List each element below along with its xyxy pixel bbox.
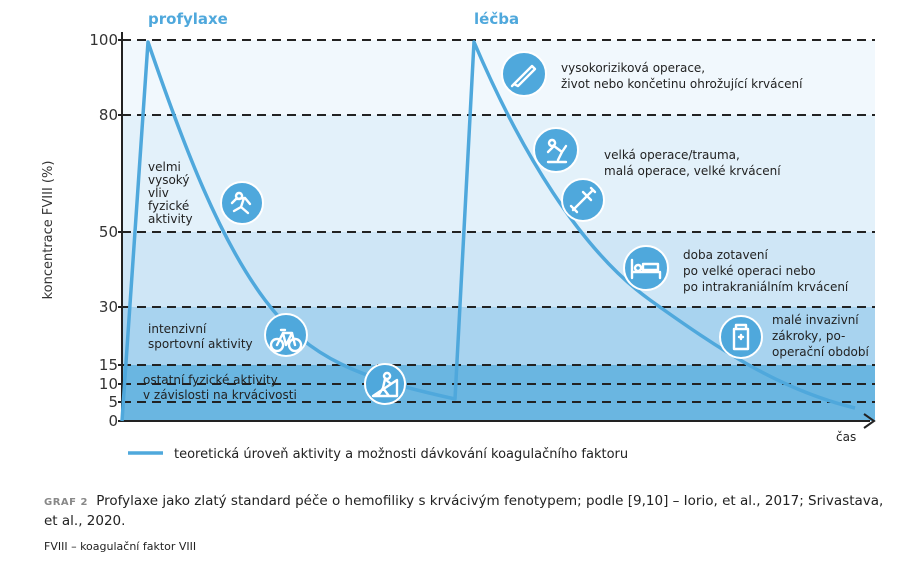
falling-person-icon-circle bbox=[533, 127, 579, 173]
annotation-6-line-0: doba zotavení bbox=[683, 248, 769, 262]
falling-person-icon-glyph bbox=[546, 138, 568, 164]
annotation-4: velká operace/trauma, malá operace, velké… bbox=[604, 148, 781, 178]
y-tick-30: 30 bbox=[99, 298, 118, 316]
annotation-3: vysokoriziková operace, život nebo končet… bbox=[561, 61, 803, 91]
x-axis-label: čas bbox=[836, 430, 856, 444]
y-tick-10: 10 bbox=[99, 375, 118, 393]
phase-label-0: profylaxe bbox=[148, 10, 228, 28]
series bbox=[120, 40, 856, 422]
annotation-1-line-1: sportovní aktivity bbox=[148, 337, 253, 351]
annotation-7-line-0: malé invazivní bbox=[772, 313, 859, 327]
scalpel-icon bbox=[501, 51, 547, 97]
annotation-0-line-0: velmi bbox=[148, 160, 181, 174]
hospital-bed-icon-circle bbox=[623, 245, 669, 291]
hospital-bed-icon bbox=[623, 245, 669, 291]
y-tick-5: 5 bbox=[108, 393, 118, 411]
medicine-bottle-icon bbox=[719, 315, 763, 359]
y-axis-label: koncentrace FVIII (%) bbox=[41, 161, 56, 300]
annotation-3-line-0: vysokoriziková operace, bbox=[561, 61, 705, 75]
falling-person-icon bbox=[533, 127, 579, 173]
annotation-6-line-2: po intrakraniálním krvácení bbox=[683, 280, 849, 294]
annotation-7-line-2: operační období bbox=[772, 345, 870, 359]
annotation-0-line-1: vysoký bbox=[148, 173, 189, 187]
phase-labels: profylaxe léčba bbox=[148, 10, 519, 28]
annotation-4-line-1: malá operace, velké krvácení bbox=[604, 164, 781, 178]
bicycle-icon-glyph bbox=[269, 328, 303, 353]
running-person-icon bbox=[220, 181, 264, 225]
scalpel-icon-glyph bbox=[510, 64, 537, 88]
band-2 bbox=[122, 232, 875, 307]
syringe-icon bbox=[561, 178, 605, 222]
y-tick-80: 80 bbox=[99, 106, 118, 124]
hiking-icon bbox=[364, 363, 406, 405]
y-tick-100: 100 bbox=[89, 31, 118, 49]
bicycle-icon-circle bbox=[264, 313, 308, 357]
annotation-6-line-1: po velké operaci nebo bbox=[683, 264, 816, 278]
annotation-4-line-0: velká operace/trauma, bbox=[604, 148, 740, 162]
annotation-1-line-0: intenzivní bbox=[148, 322, 207, 336]
icons bbox=[220, 51, 763, 405]
figure-caption: GRAF 2 Profylaxe jako zlatý standard péč… bbox=[44, 492, 894, 531]
grid-lines bbox=[122, 39, 875, 403]
caption-text: Profylaxe jako zlatý standard péče o hem… bbox=[44, 493, 884, 529]
annotation-7: malé invazivní zákroky, po-operační obdob… bbox=[772, 313, 870, 359]
bicycle-icon bbox=[264, 313, 308, 357]
y-tick-50: 50 bbox=[99, 223, 118, 241]
annotation-0-line-2: vliv bbox=[148, 186, 169, 200]
syringe-icon-glyph bbox=[569, 186, 597, 214]
annotation-3-line-1: život nebo končetinu ohrožující krvácení bbox=[561, 77, 803, 91]
axes: čas koncentrace FVIII (%) bbox=[41, 32, 876, 444]
hiking-icon-glyph bbox=[371, 371, 399, 398]
y-tick-15: 15 bbox=[99, 356, 118, 374]
annotation-2-line-1: v závislosti na krvácivosti bbox=[143, 388, 297, 402]
band-0 bbox=[122, 365, 875, 421]
phase-label-1: léčba bbox=[474, 10, 519, 28]
caption-tag: GRAF 2 bbox=[44, 497, 88, 508]
series-line-0 bbox=[120, 40, 856, 422]
band-4 bbox=[122, 40, 875, 115]
x-axis-arrow bbox=[863, 413, 876, 429]
annotation-7-line-1: zákroky, po- bbox=[772, 329, 845, 343]
medicine-bottle-icon-glyph bbox=[732, 323, 750, 351]
annotation-0-line-3: fyzické bbox=[148, 199, 189, 213]
legend-label: teoretická úroveň aktivity a možnosti dá… bbox=[174, 447, 628, 462]
legend: teoretická úroveň aktivity a možnosti dá… bbox=[128, 447, 628, 462]
y-tick-0: 0 bbox=[108, 412, 118, 430]
running-person-icon-glyph bbox=[230, 191, 252, 215]
footnote: FVIII – koagulační faktor VIII bbox=[44, 540, 197, 553]
annotation-0-line-4: aktivity bbox=[148, 212, 193, 226]
annotation-2-line-0: ostatní fyzické aktivity bbox=[143, 373, 278, 387]
annotation-6: doba zotavení po velké operaci nebo po int… bbox=[683, 248, 849, 294]
hospital-bed-icon-glyph bbox=[630, 258, 662, 280]
